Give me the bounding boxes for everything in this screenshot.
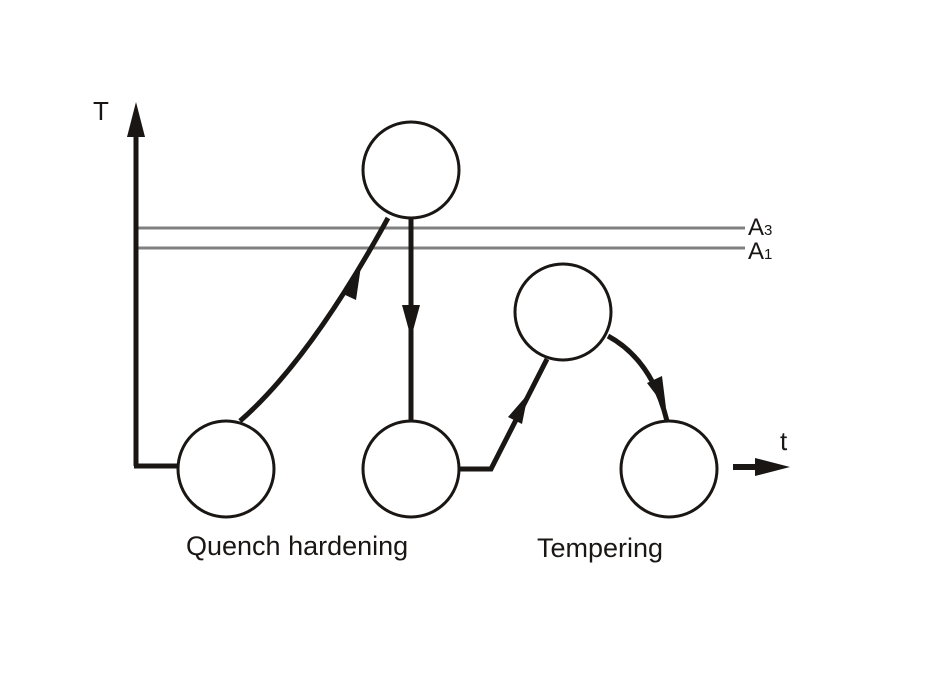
- reference-label-a1: A1: [748, 238, 772, 265]
- state-circle-final: [619, 419, 719, 519]
- state-circle-tempering: [513, 262, 613, 362]
- label-tempering: Tempering: [537, 533, 663, 563]
- y-axis-arrow-icon: [127, 102, 145, 137]
- temper-cooling-arrow-icon: [647, 376, 666, 408]
- state-circle-quenched: [361, 419, 461, 519]
- x-axis-label: t: [780, 426, 788, 456]
- state-circle-austenitize: [361, 120, 461, 220]
- temper-heating-arrow-icon: [508, 394, 528, 424]
- transition-heating-curve: [238, 216, 391, 423]
- state-circle-start: [176, 419, 276, 519]
- transition-temper-heating: [459, 357, 550, 472]
- label-quench-hardening: Quench hardening: [186, 531, 408, 561]
- transition-temper-cooling: [606, 333, 670, 422]
- y-axis-label: T: [93, 96, 109, 126]
- heating-arrow-icon: [341, 266, 361, 300]
- quench-arrow-icon: [402, 305, 420, 338]
- reference-label-a3: A3: [748, 214, 772, 241]
- x-axis-arrow-icon: [755, 458, 790, 476]
